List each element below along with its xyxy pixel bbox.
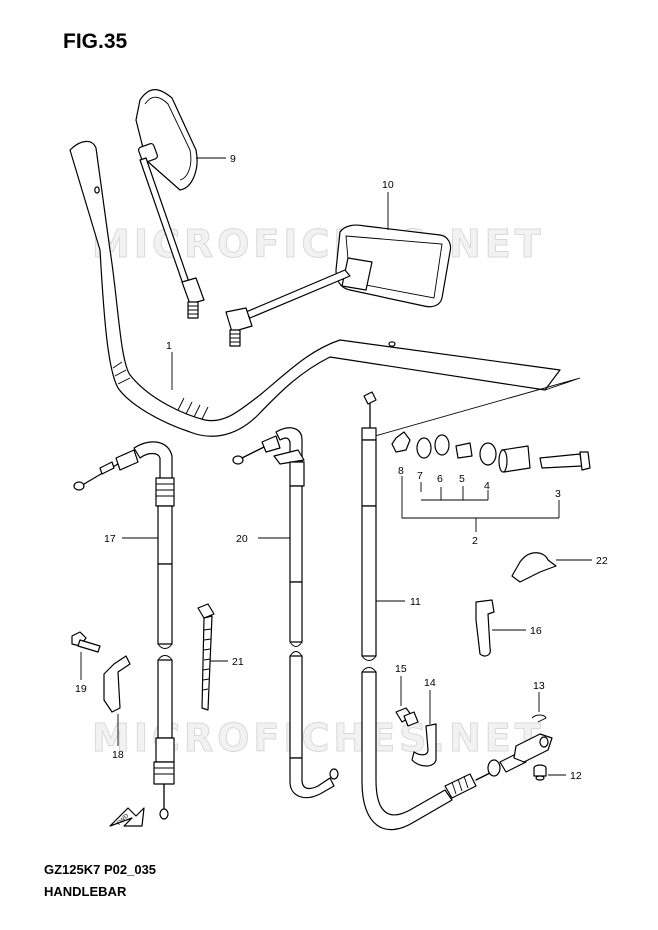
model-code: GZ125K7 P02_035 <box>44 862 157 877</box>
callout-15: 15 <box>395 663 407 675</box>
callout-18: 18 <box>112 749 124 761</box>
callout-20: 20 <box>236 533 248 545</box>
figure-title: FIG.35 <box>63 30 128 53</box>
callout-16: 16 <box>530 625 542 637</box>
callout-19: 19 <box>75 683 87 695</box>
handlebar-part <box>69 140 581 437</box>
callout-3: 3 <box>555 488 561 500</box>
callout-14: 14 <box>424 677 436 689</box>
cable-tie-part <box>197 603 215 711</box>
callout-10: 10 <box>382 179 394 191</box>
throttle-cable-2-part <box>232 427 339 799</box>
clutch-arm-bolt-part <box>533 764 547 781</box>
bracket-18-part <box>103 655 131 713</box>
callout-17: 17 <box>104 533 116 545</box>
callout-12: 12 <box>570 770 582 782</box>
bracket-2 <box>401 492 559 532</box>
clip-part <box>511 552 557 583</box>
mirror-right-part <box>135 89 205 319</box>
mirror-left-part <box>225 224 452 347</box>
callout-1: 1 <box>166 340 172 352</box>
cable-guide-part <box>475 599 495 657</box>
balancer-assembly-part <box>391 431 591 473</box>
callout-4: 4 <box>484 480 490 492</box>
callout-11: 11 <box>410 596 421 608</box>
callout-7: 7 <box>417 470 423 482</box>
callout-8: 8 <box>398 465 404 477</box>
callout-6: 6 <box>437 473 443 485</box>
throttle-cable-1-part <box>73 441 175 820</box>
bolt-19-part <box>71 631 101 653</box>
callout-13: 13 <box>533 680 545 692</box>
callout-2: 2 <box>472 535 478 547</box>
callout-21: 21 <box>232 656 244 668</box>
clutch-cable-part <box>361 391 553 831</box>
section-name: HANDLEBAR <box>44 884 127 899</box>
pin-part <box>531 714 547 723</box>
fwd-arrow: FWD <box>109 807 145 827</box>
cable-clamp-part <box>411 723 437 767</box>
callout-22: 22 <box>596 555 608 567</box>
watermark-top: MICROFICHES.NET <box>92 222 545 266</box>
callout-5: 5 <box>459 473 465 485</box>
clamp-bolt-part <box>395 707 419 727</box>
callout-9: 9 <box>230 153 236 165</box>
